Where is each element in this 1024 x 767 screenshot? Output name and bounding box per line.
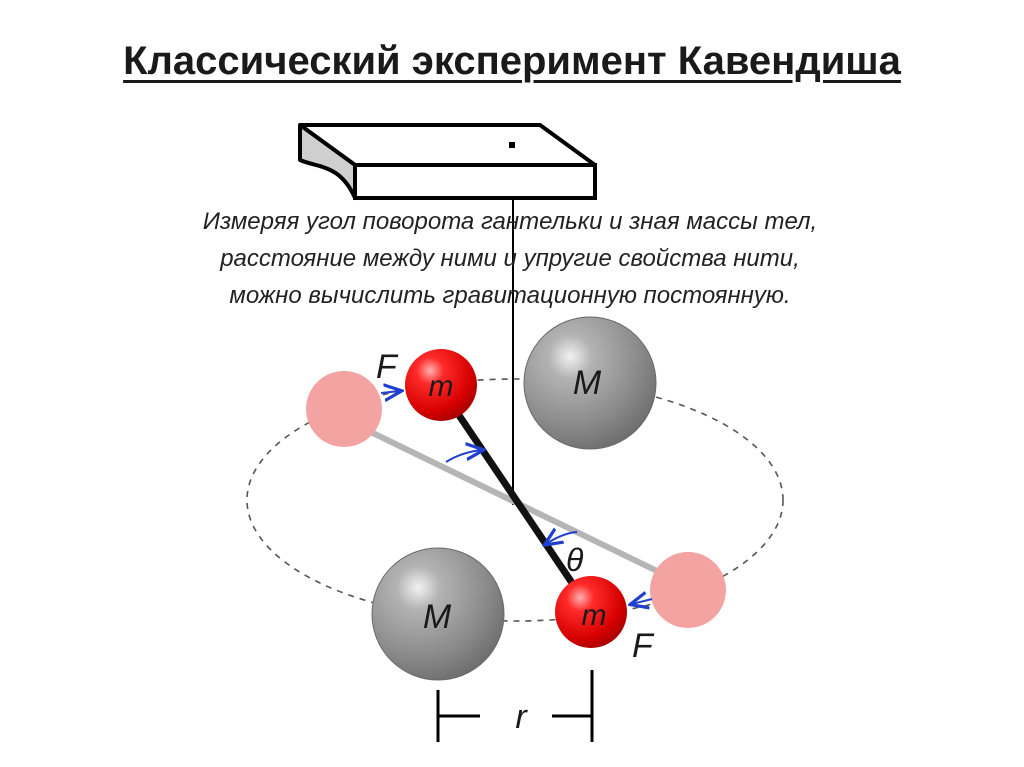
rotation-arc-upper [445, 450, 482, 463]
big-mass-label: M [573, 364, 602, 402]
force-arrow-upper [380, 391, 400, 393]
big-mass-upper: M [523, 316, 657, 450]
distance-dimension [436, 670, 594, 742]
description-line: расстояние между ними и упругие свойства… [220, 245, 800, 272]
initial-small-mass-right [650, 552, 726, 628]
description-line: Измеряя угол поворота гантельки и зная м… [202, 208, 818, 235]
orbit-ellipse [246, 378, 784, 622]
small-mass-label: m [429, 370, 454, 403]
description-text: Измеряя угол поворота гантельки и зная м… [130, 203, 890, 314]
force-label-lower: F [632, 627, 655, 665]
description-line: можно вычислить гравитационную постоянну… [229, 282, 791, 309]
big-mass-label: M [423, 598, 452, 636]
dumbbell-rod [443, 394, 594, 613]
small-mass-label: m [582, 599, 607, 632]
ceiling-support [298, 123, 597, 200]
slide-title: Классический эксперимент Кавендиша [123, 39, 901, 83]
angle-arc [546, 532, 578, 544]
force-arrow-lower [632, 599, 653, 604]
distance-label: r [515, 698, 528, 736]
small-mass-upper: m [405, 349, 477, 421]
angle-label: θ [566, 542, 584, 578]
force-label-upper: F [376, 348, 399, 386]
small-mass-lower: m [555, 576, 627, 648]
big-mass-lower: M [371, 547, 505, 681]
initial-small-mass-left [306, 371, 382, 447]
